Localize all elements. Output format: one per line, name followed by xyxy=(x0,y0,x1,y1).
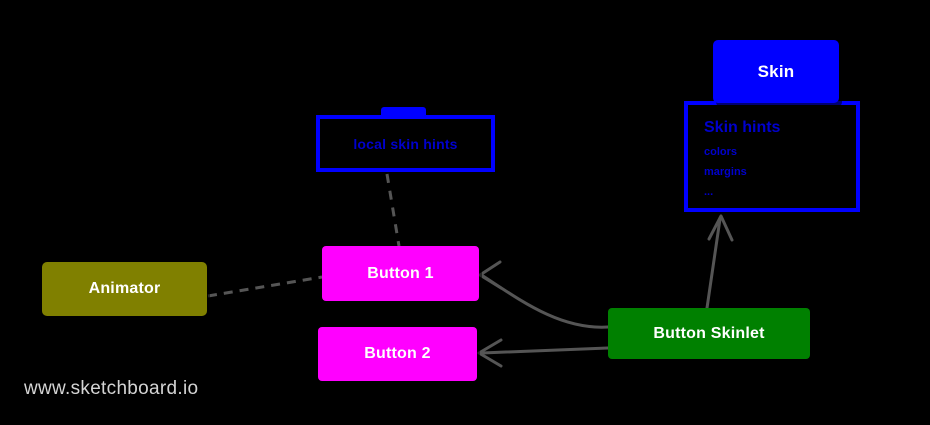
arrowhead-skin-hints xyxy=(707,214,734,242)
watermark-sketchboard: www.sketchboard.io xyxy=(24,378,199,399)
node-local-skin-hints[interactable]: local skin hints xyxy=(316,115,495,172)
connector-button-skinlet-to-skin-hints xyxy=(705,217,722,310)
node-button-1-label: Button 1 xyxy=(367,264,434,282)
connector-animator-to-button1 xyxy=(207,275,323,298)
skin-hints-title: Skin hints xyxy=(704,119,781,136)
node-skin-label: Skin xyxy=(757,61,795,81)
node-button-skinlet[interactable]: Button Skinlet xyxy=(608,308,810,359)
node-skin-hints[interactable]: Skin hints colors margins ... xyxy=(684,101,860,212)
node-animator-label: Animator xyxy=(88,280,161,297)
node-animator[interactable]: Animator xyxy=(42,262,207,316)
local-skin-hints-tab-icon xyxy=(381,107,426,118)
skin-hints-line-colors: colors xyxy=(704,146,738,158)
node-button-1[interactable]: Button 1 xyxy=(322,246,479,301)
arrowhead-button2 xyxy=(477,338,503,368)
node-button-2-label: Button 2 xyxy=(364,345,431,362)
node-button-skinlet-label: Button Skinlet xyxy=(653,324,765,342)
skin-hints-line-ellipsis: ... xyxy=(704,186,714,198)
connector-button-skinlet-to-button1 xyxy=(481,274,610,329)
connector-local-skin-hints-to-button1 xyxy=(385,173,401,247)
skin-hints-line-margins: margins xyxy=(704,166,747,178)
arrowhead-button1 xyxy=(478,260,503,290)
node-skin[interactable]: Skin xyxy=(713,40,839,103)
node-local-skin-hints-label: local skin hints xyxy=(353,135,458,152)
connector-button-skinlet-to-button2 xyxy=(480,346,610,355)
node-button-2[interactable]: Button 2 xyxy=(318,327,477,381)
